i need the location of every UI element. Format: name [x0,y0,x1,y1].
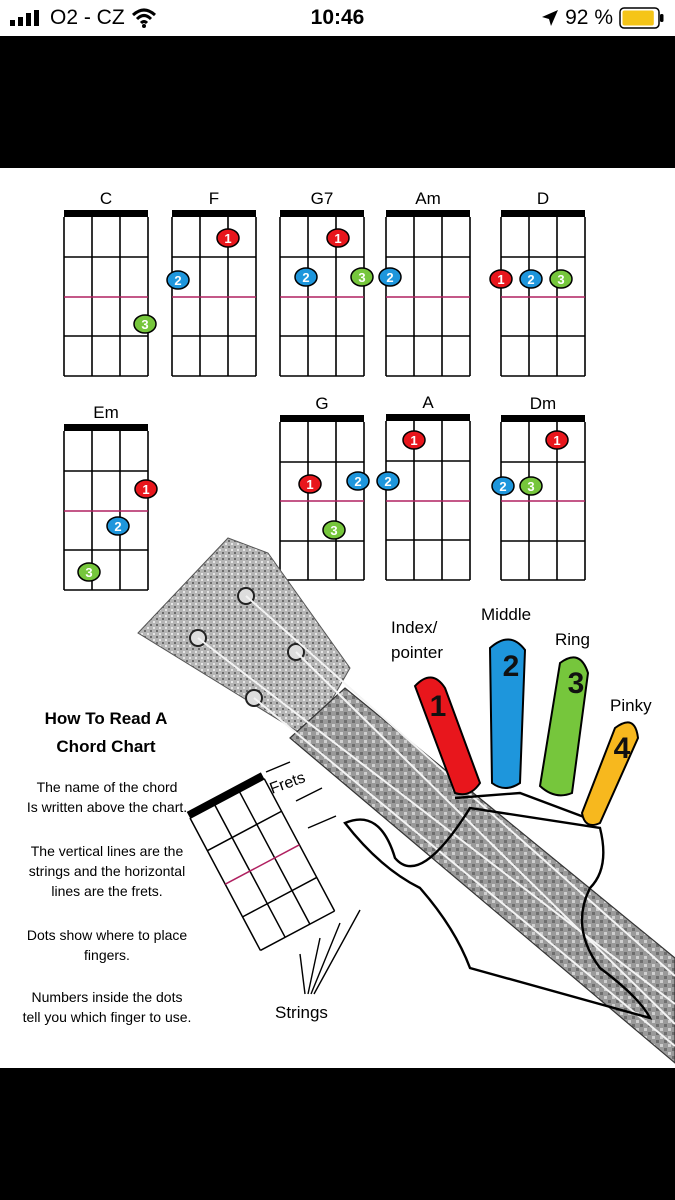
signal-icon [10,10,39,26]
svg-text:1: 1 [142,482,149,497]
svg-text:2: 2 [174,273,181,288]
svg-text:3: 3 [527,479,534,494]
svg-text:3: 3 [358,270,365,285]
svg-text:2: 2 [499,479,506,494]
finger-number-1: 1 [430,690,447,723]
how-to-text: lines are the frets. [51,883,162,899]
how-to-read-section: How To Read A Chord Chart The name of th… [23,709,192,1025]
chord-diagram-g7: G7 [279,189,365,377]
chord-name: Am [415,189,441,208]
hand-illustration [343,791,653,1020]
svg-text:2: 2 [302,270,309,285]
chord-name: Em [93,403,119,422]
chord-name: D [537,189,549,208]
svg-text:2: 2 [527,272,534,287]
svg-text:1: 1 [497,272,504,287]
svg-text:1: 1 [410,433,417,448]
status-right: 92 % [541,6,665,30]
example-chord-chart [186,772,336,952]
finger-label-pointer: pointer [391,643,443,662]
chord-diagram-c: C [63,189,149,377]
bottom-letterbox [0,1068,675,1200]
ukulele-chord-chart-image[interactable]: C F G7 [0,168,675,1068]
carrier-name: O2 - CZ [50,6,125,29]
frets-label: Frets [268,769,308,797]
svg-text:3: 3 [330,523,337,538]
svg-text:3: 3 [557,272,564,287]
battery-percent: 92 % [565,6,613,29]
how-to-title-line1: How To Read A [45,709,168,728]
chord-diagrams: C F G7 [63,189,586,591]
finger-label-middle: Middle [481,605,531,624]
how-to-title-line2: Chord Chart [56,737,156,756]
finger-label-pinky: Pinky [610,696,652,715]
svg-text:1: 1 [334,231,341,246]
chord-name: C [100,189,112,208]
finger-label-index: Index/ [391,618,438,637]
finger-number-4: 4 [614,732,631,765]
battery-icon [619,7,664,29]
svg-text:2: 2 [354,474,361,489]
svg-text:2: 2 [386,270,393,285]
chord-diagram-a: A [385,393,471,581]
chord-diagram-am: Am [385,189,471,377]
chord-diagram-em: Em [63,403,149,591]
svg-text:2: 2 [114,519,121,534]
how-to-text: The name of the chord [37,779,178,795]
svg-text:1: 1 [306,477,313,492]
finger-legend: 1 2 3 4 [413,638,640,826]
how-to-text: tell you which finger to use. [23,1009,192,1025]
chord-diagram-dm: Dm [500,394,586,581]
svg-text:1: 1 [224,231,231,246]
finger-number-2: 2 [503,650,520,683]
chord-name: A [422,393,434,412]
chord-name: F [209,189,219,208]
strings-label: Strings [275,1003,328,1022]
top-letterbox [0,36,675,168]
how-to-text: Numbers inside the dots [32,989,183,1005]
status-bar: O2 - CZ 10:46 92 % [0,0,675,36]
chord-diagram-d: D [500,189,586,377]
status-left: O2 - CZ [10,6,157,30]
chord-name: Dm [530,394,556,413]
chord-diagram-f: F [171,189,257,377]
svg-text:3: 3 [141,317,148,332]
chord-diagram-g: G [279,394,365,581]
how-to-text: Dots show where to place [27,927,188,943]
svg-text:2: 2 [384,474,391,489]
chord-name: G [315,394,328,413]
chord-name: G7 [311,189,334,208]
how-to-text: The vertical lines are the [31,843,184,859]
chord-chart-svg: C F G7 [23,189,675,1064]
finger-dots: 3 1 2 1 2 3 2 1 2 3 1 2 3 1 2 3 1 2 [77,228,573,582]
svg-text:1: 1 [553,433,560,448]
wifi-icon [131,8,156,28]
location-arrow-icon [542,10,559,26]
how-to-text: fingers. [84,947,130,963]
how-to-text: Is written above the chart. [27,799,187,815]
svg-text:3: 3 [85,565,92,580]
finger-label-ring: Ring [555,630,590,649]
how-to-text: strings and the horizontal [29,863,185,879]
finger-number-3: 3 [568,667,585,700]
